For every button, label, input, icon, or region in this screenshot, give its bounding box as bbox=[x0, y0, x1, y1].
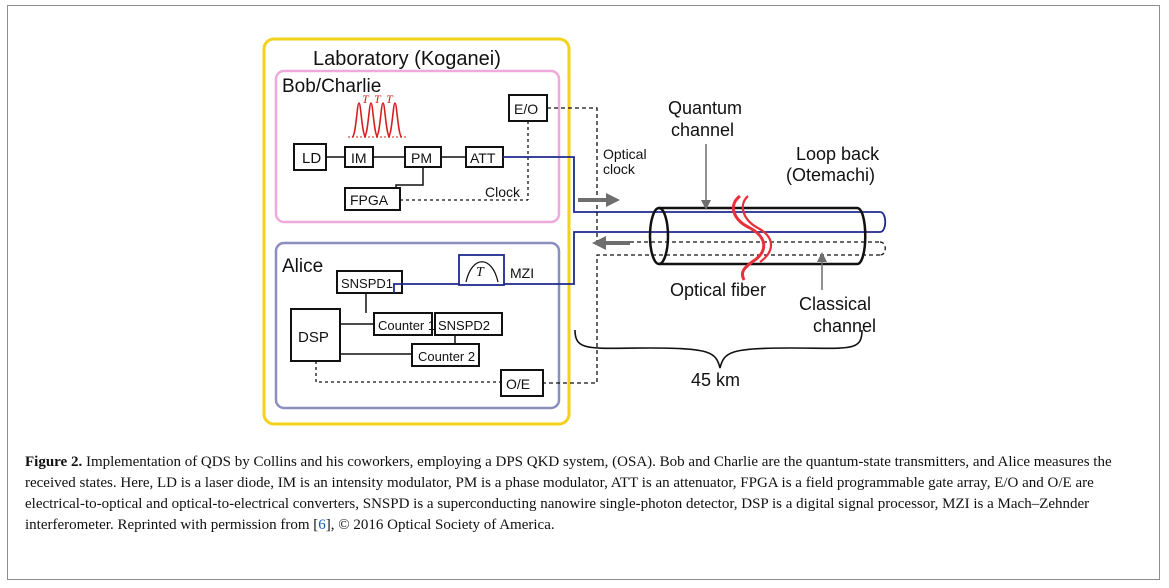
alice-box bbox=[274, 241, 561, 410]
svg-text:IM: IM bbox=[351, 150, 367, 166]
svg-text:SNSPD1: SNSPD1 bbox=[341, 276, 393, 291]
counter2-box: Counter 2 bbox=[411, 343, 480, 367]
counter1-box: Counter 1 bbox=[373, 312, 435, 336]
reference-link[interactable]: 6 bbox=[318, 517, 326, 533]
svg-text:T: T bbox=[476, 265, 485, 280]
figure-caption: Figure 2. Implementation of QDS by Colli… bbox=[25, 452, 1145, 536]
left-arrow-icon bbox=[592, 236, 630, 250]
snspd1-box: SNSPD1 bbox=[336, 270, 403, 294]
svg-text:DSP: DSP bbox=[298, 329, 329, 346]
svg-text:FPGA: FPGA bbox=[350, 192, 389, 208]
loop-back-label-1: Loop back bbox=[796, 144, 880, 164]
svg-text:T: T bbox=[386, 92, 394, 106]
svg-text:E/O: E/O bbox=[514, 101, 538, 117]
oe-box: O/E bbox=[500, 369, 544, 397]
classical-channel-label-1: Classical bbox=[799, 294, 871, 314]
distance-label: 45 km bbox=[691, 370, 740, 390]
loop-back-label-2: (Otemachi) bbox=[786, 165, 875, 185]
svg-text:LD: LD bbox=[302, 150, 321, 167]
svg-text:Counter 1: Counter 1 bbox=[378, 318, 435, 333]
classical-channel-label-2: channel bbox=[813, 316, 876, 336]
quantum-channel-label-1: Quantum bbox=[668, 98, 742, 118]
bob-charlie-box bbox=[274, 69, 561, 224]
fiber-coil-icon bbox=[731, 194, 766, 281]
distance-brace bbox=[574, 329, 863, 369]
clock-label: Clock bbox=[485, 184, 521, 200]
optical-fiber-label: Optical fiber bbox=[670, 280, 766, 300]
caption-text-2: ], © 2016 Optical Society of America. bbox=[325, 517, 555, 533]
quantum-channel-line bbox=[503, 156, 880, 213]
figure-frame bbox=[7, 5, 1160, 580]
svg-text:SNSPD2: SNSPD2 bbox=[438, 318, 490, 333]
att-box: ATT bbox=[465, 146, 504, 168]
laboratory-box bbox=[262, 37, 571, 426]
dsp-box: DSP bbox=[290, 308, 341, 362]
svg-text:Counter 2: Counter 2 bbox=[418, 349, 475, 364]
snspd2-box: SNSPD2 bbox=[434, 312, 503, 336]
classical-channel-line bbox=[547, 107, 880, 243]
pm-box: PM bbox=[404, 146, 442, 168]
fpga-box: FPGA bbox=[344, 187, 401, 211]
mzi-icon: T bbox=[458, 254, 505, 286]
figure-label: Figure 2. bbox=[25, 454, 83, 470]
mzi-label: MZI bbox=[510, 265, 534, 281]
qds-diagram: Laboratory (Koganei) Bob/Charlie Alice T… bbox=[262, 37, 887, 426]
svg-text:T: T bbox=[374, 92, 382, 106]
svg-text:T: T bbox=[362, 92, 370, 106]
svg-text:O/E: O/E bbox=[506, 376, 530, 392]
im-box: IM bbox=[344, 146, 374, 168]
eo-box: E/O bbox=[508, 94, 548, 122]
alice-label: Alice bbox=[282, 256, 323, 277]
optical-clock-label-1: Optical bbox=[603, 146, 647, 162]
optical-clock-label-2: clock bbox=[603, 161, 636, 177]
fiber-cable-icon bbox=[648, 206, 867, 266]
right-arrow-icon bbox=[578, 193, 620, 207]
bob-charlie-label: Bob/Charlie bbox=[282, 76, 381, 97]
svg-text:ATT: ATT bbox=[470, 150, 496, 166]
quantum-channel-label-2: channel bbox=[671, 120, 734, 140]
ld-box: LD bbox=[293, 143, 327, 171]
caption-text-1: Implementation of QDS by Collins and his… bbox=[25, 454, 1112, 533]
laboratory-label: Laboratory (Koganei) bbox=[313, 48, 501, 70]
svg-text:PM: PM bbox=[411, 150, 432, 166]
